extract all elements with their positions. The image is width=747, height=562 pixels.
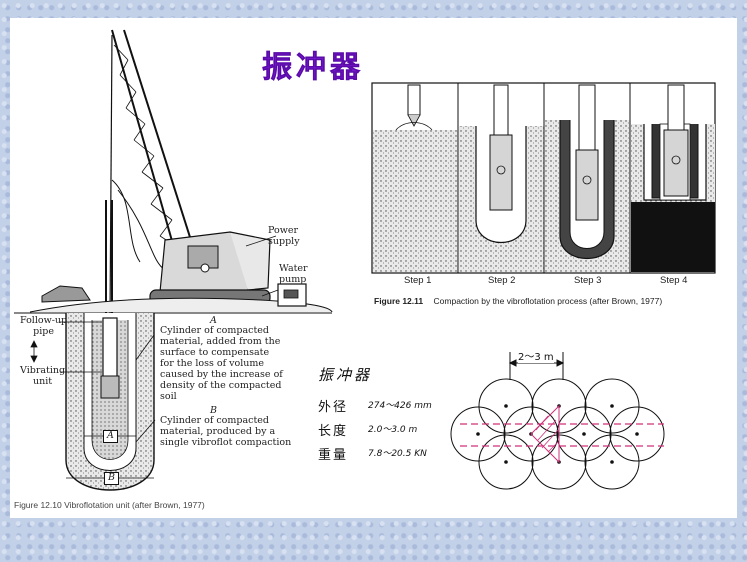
step-1-label: Step 1 [404, 275, 432, 286]
figure-12-11-caption: Figure 12.11 Compaction by the vibroflot… [374, 296, 662, 306]
box-b-label: B [104, 472, 119, 485]
figure-12-11-number: Figure 12.11 [374, 296, 424, 306]
spec-value-diameter: 274～426 mm [368, 401, 432, 411]
leader-lines [30, 321, 156, 443]
cylinder-a-letter: A [210, 315, 217, 326]
power-supply-label: Power supply [268, 225, 300, 247]
step-2-label: Step 2 [488, 275, 516, 286]
spacing-circles-diagram [450, 352, 665, 490]
spec-label-length: 长度 [318, 424, 349, 439]
spec-label-weight: 重量 [318, 448, 349, 463]
figure-12-10-caption: Figure 12.10 Vibroflotation unit (after … [14, 500, 205, 510]
follow-up-pipe-label: Follow-up pipe [20, 315, 68, 337]
spec-label-diameter: 外径 [318, 400, 349, 415]
spacing-dimension-label: 2～3 m [518, 348, 554, 363]
vibrating-unit-label: Vibrating unit [20, 365, 66, 387]
cylinder-a-description: Cylinder of compacted material, added fr… [160, 325, 283, 402]
compaction-cylinder [65, 313, 155, 491]
cylinder-b-letter: B [210, 405, 217, 416]
spec-value-weight: 7.8～20.5 KN [368, 449, 427, 459]
vibroflotation-steps-figure [371, 82, 716, 274]
spec-value-length: 2.0～3.0 m [368, 425, 418, 435]
cylinder-b-description: Cylinder of compacted material, produced… [160, 415, 292, 448]
figure-12-11-text: Compaction by the vibroflotation process… [433, 296, 663, 306]
step-3-label: Step 3 [574, 275, 602, 286]
specs-heading: 振冲器 [318, 366, 373, 384]
box-a-label: A [103, 430, 118, 443]
crane-illustration [29, 29, 333, 319]
step-4-label: Step 4 [660, 275, 688, 286]
water-pump-label: Water pump [279, 263, 308, 285]
slide-title: 振冲器 [262, 50, 364, 86]
